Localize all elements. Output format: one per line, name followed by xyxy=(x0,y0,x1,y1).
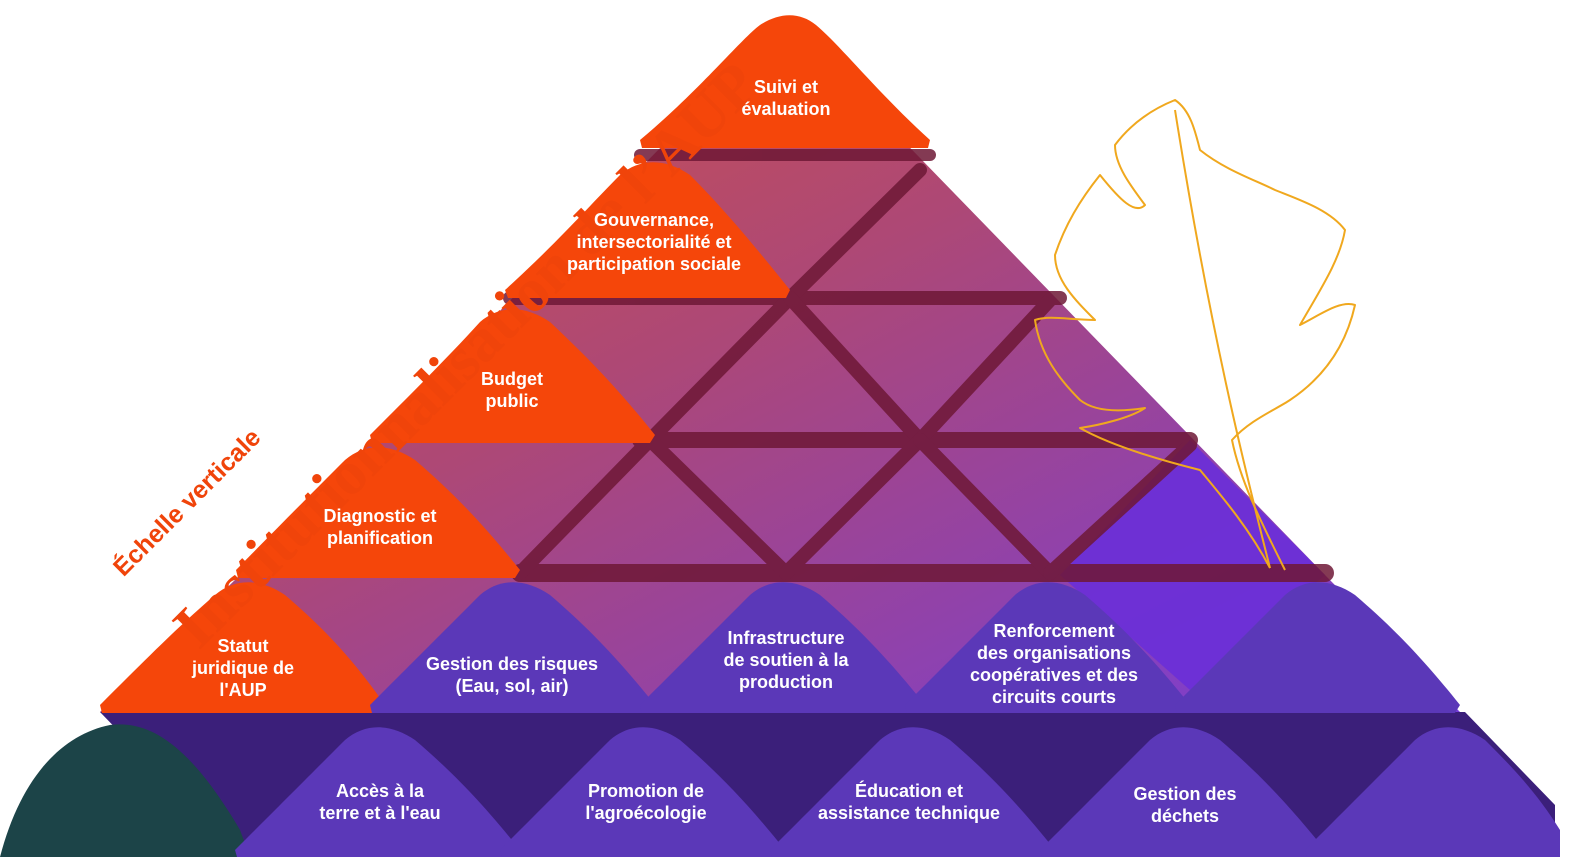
block-infrastructure xyxy=(640,582,925,713)
block-risques xyxy=(370,582,655,713)
label-education: Éducation et assistance technique xyxy=(817,781,1001,823)
block-acces xyxy=(235,727,520,857)
label-diagnostic: Diagnostic et planification xyxy=(323,506,437,548)
label-acces: Accès à la terre et à l'eau xyxy=(319,781,441,823)
label-renforcement: Renforcement des organisations coopérati… xyxy=(969,621,1139,707)
label-budget: Budget public xyxy=(481,369,543,411)
label-infrastructure: Infrastructure de soutien à la productio… xyxy=(723,628,849,692)
block-suivi xyxy=(640,15,930,148)
bottom-row-shapes xyxy=(235,727,1560,857)
label-dechets: Gestion des déchets xyxy=(1133,784,1237,826)
block-gouvernance xyxy=(505,162,790,298)
block-diagnostic xyxy=(236,447,520,578)
block-renforcement xyxy=(905,582,1190,713)
block-bottom-right-empty xyxy=(1305,727,1560,857)
block-right-empty xyxy=(1175,582,1460,713)
label-suivi: Suivi et évaluation xyxy=(741,77,831,119)
block-education xyxy=(770,727,1055,857)
block-statut xyxy=(100,582,385,713)
label-risques: Gestion des risques (Eau, sol, air) xyxy=(425,654,599,696)
block-dechets xyxy=(1040,727,1325,857)
label-gouvernance: Gouvernance, intersectorialité et partic… xyxy=(566,210,742,274)
label-statut: Statut juridique de l'AUP xyxy=(191,636,295,700)
leaf-outline-icon xyxy=(1034,99,1356,571)
block-budget xyxy=(370,309,655,443)
block-promotion xyxy=(500,727,785,857)
teal-blob xyxy=(0,724,250,857)
grid-ridges xyxy=(503,149,1334,582)
label-promotion: Promotion de l'agroécologie xyxy=(585,781,707,823)
middle-row-shapes xyxy=(370,582,1460,713)
vertical-blocks-shapes xyxy=(100,15,930,713)
